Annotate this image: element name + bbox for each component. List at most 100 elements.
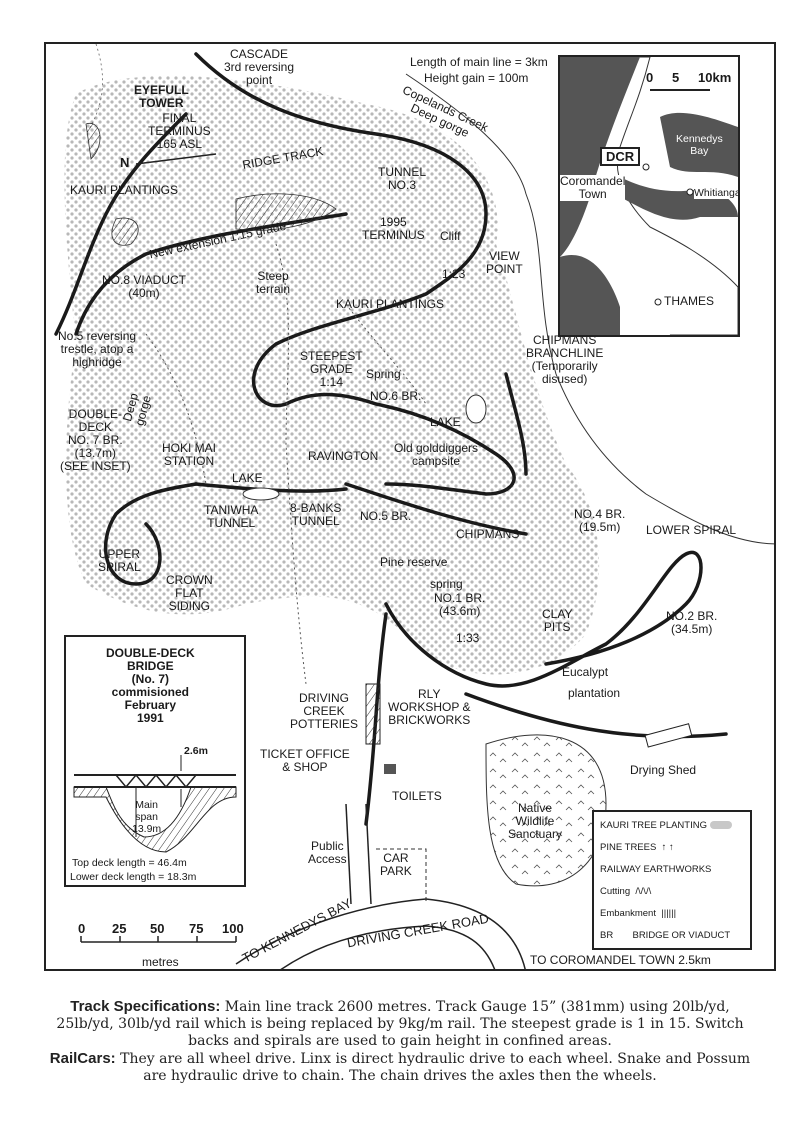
bridge-height: 2.6m: [184, 745, 208, 757]
eucalypt-line2: plantation: [568, 686, 621, 700]
steepest-line2: GRADE: [310, 362, 353, 376]
hoki-line2: STATION: [163, 454, 215, 468]
label-taniwha: TANIWHA TUNNEL: [204, 504, 258, 530]
label-clay-pits: CLAY PITS: [542, 608, 572, 634]
label-grade-1-33: 1:33: [456, 631, 480, 645]
no8-line1: NO.8 VIADUCT: [102, 273, 187, 287]
eyefull-line1: EYEFULL: [134, 83, 189, 97]
label-view-point: VIEW POINT: [486, 250, 523, 276]
cutting-icon: /\/\/\: [632, 886, 652, 897]
label-car-park: CAR PARK: [380, 852, 412, 878]
label-toilets: TOILETS: [392, 789, 442, 803]
inset-dcr-label: DCR: [600, 147, 641, 166]
bridge-title-line1: DOUBLE-DECK: [106, 646, 195, 660]
kauri-planting-area: [64, 75, 600, 675]
legend-br-meaning: BRIDGE OR VIADUCT: [632, 930, 731, 941]
railcars-body: They are all wheel drive. Linx is direct…: [115, 1051, 751, 1084]
hoki-line1: HOKI MAI: [162, 441, 217, 455]
label-double-deck: DOUBLE- DECK NO. 7 BR. (13.7m) (SEE INSE…: [60, 408, 131, 473]
tunnel3-line1: TUNNEL: [378, 165, 427, 179]
inset-land-graphic: [560, 57, 738, 335]
legend-embankment: Embankment ||||||: [600, 908, 676, 919]
legend-kauri-label: KAURI TREE PLANTING: [600, 820, 707, 831]
label-steep-terrain: Steep terrain: [256, 270, 290, 296]
double-deck-line2: DECK: [78, 420, 113, 434]
no1-line1: NO.1 BR.: [434, 591, 486, 605]
inset-scale-0: 0: [646, 70, 654, 85]
span-line2: span: [135, 811, 158, 823]
label-no5-br: NO.5 BR.: [360, 509, 412, 523]
branch-line3: (Temporarily: [531, 359, 598, 373]
label-tunnel-3: TUNNEL NO.3: [378, 166, 426, 192]
bridge-title: DOUBLE-DECK BRIDGE (No. 7) commisioned F…: [106, 647, 195, 725]
railcars-heading: RailCars:: [49, 1050, 116, 1067]
legend-kauri: KAURI TREE PLANTING: [600, 820, 732, 831]
label-lower-spiral: LOWER SPIRAL: [646, 523, 737, 537]
embankment-icon: ||||||: [658, 908, 677, 919]
label-rly-workshop: RLY WORKSHOP & BRICKWORKS: [388, 688, 470, 727]
label-to-coromandel: TO COROMANDEL TOWN 2.5km: [530, 953, 711, 967]
bridge-top-deck: Top deck length = 46.4m: [72, 857, 187, 869]
bridge-main-span: Main span 13.9m: [132, 799, 161, 835]
bridge-title-line4: commisioned: [111, 685, 190, 699]
label-public-access: Public Access: [308, 840, 347, 866]
inset-thames: THAMES: [664, 294, 715, 308]
goldiggers-line2: campsite: [412, 454, 461, 468]
label-lake-2: LAKE: [232, 471, 263, 485]
label-lake-1: LAKE: [430, 415, 461, 429]
kennedys-line1: Kennedys: [676, 133, 723, 145]
goldiggers-line1: Old golddiggers: [394, 441, 479, 455]
view-point-line2: POINT: [486, 262, 523, 276]
potteries-line2: CREEK: [303, 704, 345, 718]
taniwha-line2: TUNNEL: [207, 516, 256, 530]
workshop-line1: RLY: [418, 687, 441, 701]
double-deck-line5: (SEE INSET): [60, 459, 131, 473]
tunnel3-line2: NO.3: [388, 178, 417, 192]
wildlife-line1: Native: [518, 801, 553, 815]
label-no5-trestle: No.5 reversing trestle, atop a highridge: [58, 330, 136, 369]
span-line3: 13.9m: [132, 823, 162, 835]
eyefull-line2: TOWER: [139, 96, 184, 110]
upper-spiral-line2: SPIRAL: [98, 560, 141, 574]
label-1995-terminus: 1995 TERMINUS: [362, 216, 425, 242]
railway-map-graphic: [54, 44, 774, 969]
label-hoki-mai: HOKI MAI STATION: [162, 442, 216, 468]
coromandel-line1: Coromandel: [560, 174, 626, 188]
no1-line2: (43.6m): [439, 604, 481, 618]
terminus-1995-line2: TERMINUS: [362, 228, 425, 242]
kennedys-line2: Bay: [690, 145, 709, 157]
cascade-line3: point: [246, 73, 273, 87]
clay-line2: PITS: [543, 620, 571, 634]
label-no2-br: NO.2 BR. (34.5m): [666, 610, 717, 636]
label-no6-br: NO.6 BR.: [370, 389, 422, 403]
label-cascade: CASCADE 3rd reversing point: [224, 48, 294, 87]
label-crown-flat: CROWN FLAT SIDING: [166, 574, 213, 613]
steep-line1: Steep: [257, 269, 289, 283]
view-point-line1: VIEW: [489, 249, 520, 263]
branch-line2: BRANCHLINE: [526, 346, 604, 360]
final-terminus-line1: FINAL: [162, 111, 197, 125]
eight-banks-line1: 8-BANKS: [290, 501, 342, 515]
label-ravington: RAVINGTON: [308, 449, 379, 463]
branch-line4: disused): [542, 372, 588, 386]
bridge-title-line3: (No. 7): [131, 672, 169, 686]
bridge-lower-deck: Lower deck length = 18.3m: [70, 871, 197, 883]
inset-kennedys-bay: Kennedys Bay: [676, 133, 723, 157]
label-kauri-plantings-1: KAURI PLANTINGS: [70, 183, 179, 197]
span-line1: Main: [135, 799, 158, 811]
label-final-terminus: FINAL TERMINUS 165 ASL: [148, 112, 211, 151]
legend-earthworks-label: RAILWAY EARTHWORKS: [600, 864, 712, 875]
double-deck-bridge-inset: DOUBLE-DECK BRIDGE (No. 7) commisioned F…: [64, 635, 246, 887]
legend-pine: PINE TREES ↑ ↑: [600, 842, 674, 853]
clay-line1: CLAY: [542, 607, 573, 621]
legend-embankment-label: Embankment: [600, 908, 656, 919]
scale-unit: metres: [142, 955, 179, 969]
label-cliff: Cliff: [440, 229, 461, 243]
label-upper-spiral: UPPER SPIRAL: [98, 548, 141, 574]
no2-line2: (34.5m): [671, 622, 713, 636]
public-line2: Access: [308, 852, 347, 866]
cascade-line1: CASCADE: [230, 47, 289, 61]
no5-trestle-line2: trestle, atop a: [60, 342, 134, 356]
potteries-line3: POTTERIES: [290, 717, 359, 731]
label-spring-2: spring: [430, 577, 463, 591]
